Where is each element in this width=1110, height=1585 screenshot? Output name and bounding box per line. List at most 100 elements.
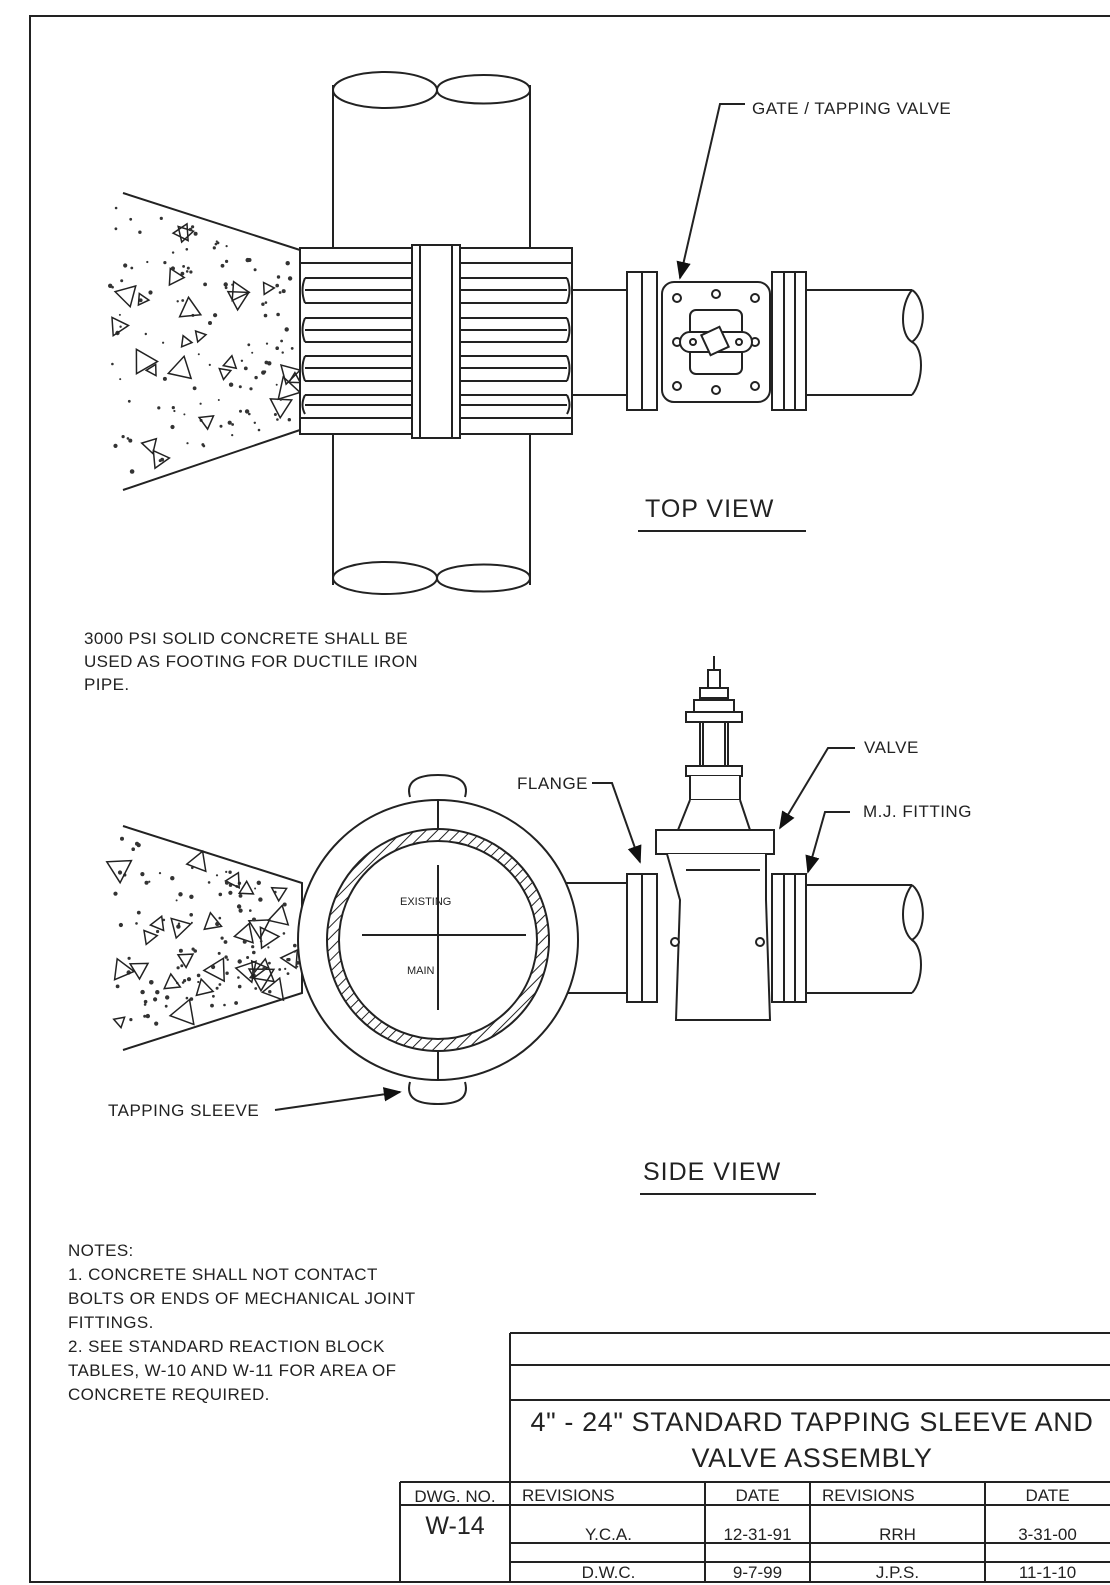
concrete-aggregate [171, 222, 189, 242]
concrete-aggregate [111, 316, 131, 338]
top-tapping-sleeve [299, 244, 573, 439]
concrete-dot [243, 366, 248, 371]
top-concrete-block [108, 192, 302, 491]
concrete-aggregate [287, 371, 302, 384]
concrete-dot [224, 955, 228, 959]
concrete-dot [148, 290, 153, 295]
concrete-dot [162, 918, 166, 922]
concrete-dot [231, 434, 234, 437]
concrete-dot [199, 402, 202, 405]
concrete-dot [175, 899, 178, 902]
rev-header: REVISIONS [822, 1486, 915, 1505]
concrete-dot [237, 976, 240, 979]
concrete-dot [220, 263, 225, 268]
concrete-aggregate [279, 948, 299, 970]
concrete-dot [280, 339, 283, 343]
concrete-dot [231, 283, 234, 286]
concrete-dot [144, 332, 147, 336]
concrete-dot [186, 442, 189, 445]
side-concrete-block [105, 825, 303, 1051]
concrete-dot [228, 890, 233, 895]
concrete-dot [276, 418, 279, 421]
concrete-dot [170, 424, 175, 430]
concrete-dot [212, 994, 215, 998]
concrete-dot [191, 225, 195, 229]
concrete-dot [186, 266, 190, 270]
concrete-aggregate [178, 295, 203, 318]
side-view-title: SIDE VIEW [643, 1158, 782, 1186]
concrete-aggregate [176, 953, 195, 970]
concrete-dot [239, 409, 242, 413]
concrete-aggregate [137, 292, 151, 307]
concrete-dot [263, 313, 268, 318]
concrete-dot [176, 966, 180, 970]
concrete-aggregate [279, 363, 302, 386]
concrete-dot [210, 1003, 214, 1008]
concrete-dot [140, 872, 145, 877]
concrete-dot [264, 301, 268, 304]
concrete-dot [115, 984, 120, 989]
concrete-aggregate [262, 281, 276, 296]
top-view-title: TOP VIEW [645, 495, 775, 523]
concrete-dot [196, 973, 201, 978]
concrete-dot [159, 216, 163, 220]
concrete-dot [282, 932, 286, 935]
concrete-dot [143, 1014, 147, 1018]
main-label: MAIN [407, 965, 435, 977]
concrete-dot [218, 892, 223, 897]
concrete-dot [259, 940, 263, 943]
concrete-dot [140, 989, 145, 995]
mj-fitting-label: M.J. FITTING [863, 802, 972, 821]
concrete-dot [247, 258, 252, 262]
concrete-dot [143, 999, 148, 1004]
concrete-dot [138, 298, 143, 303]
date-header: DATE [1025, 1486, 1070, 1505]
concrete-dot [186, 977, 192, 982]
notes-line: 2. SEE STANDARD REACTION BLOCK [68, 1337, 385, 1356]
date-cell: 11-1-10 [1018, 1563, 1077, 1582]
concrete-dot [156, 929, 160, 934]
concrete-dot [208, 363, 211, 366]
concrete-dot [135, 841, 139, 846]
concrete-dot [138, 230, 142, 234]
concrete-aggregate [113, 957, 136, 981]
notes-line: TABLES, W-10 AND W-11 FOR AREA OF [68, 1361, 397, 1380]
concrete-dot [188, 227, 193, 232]
concrete-dot [190, 921, 193, 924]
concrete-dot [171, 406, 175, 410]
flange-label: FLANGE [517, 774, 589, 793]
concrete-aggregate [162, 972, 182, 990]
concrete-aggregate [202, 956, 225, 983]
concrete-aggregate [113, 284, 137, 309]
concrete-aggregate [277, 375, 302, 401]
concrete-dot [281, 351, 284, 354]
concrete-dot [211, 964, 216, 970]
concrete-dot [117, 870, 123, 875]
date-cell: 3-31-00 [1018, 1525, 1077, 1544]
concrete-dot [129, 1018, 133, 1022]
concrete-dot [265, 342, 269, 345]
gate-valve-label: GATE / TAPPING VALVE [752, 99, 952, 118]
concrete-dot [275, 283, 280, 288]
concrete-aggregate [224, 871, 241, 890]
concrete-dot [268, 961, 271, 965]
concrete-dot [242, 939, 247, 944]
concrete-aggregate [194, 329, 208, 344]
concrete-dot [257, 428, 261, 432]
concrete-dot [131, 847, 135, 851]
concrete-dot [267, 946, 270, 949]
concrete-dot [178, 948, 183, 953]
concrete-aggregate [144, 363, 157, 377]
concrete-aggregate [259, 926, 281, 950]
concrete-dot [268, 990, 272, 994]
concrete-aggregate [152, 449, 171, 470]
concrete-dot [157, 406, 161, 410]
concrete-dot [276, 312, 280, 317]
concrete-dot [185, 996, 189, 1000]
title-block [399, 1332, 1110, 1582]
concrete-dot [219, 424, 223, 428]
concrete-dot [225, 870, 228, 874]
concrete-dot [180, 271, 185, 276]
concrete-dot [129, 469, 135, 474]
